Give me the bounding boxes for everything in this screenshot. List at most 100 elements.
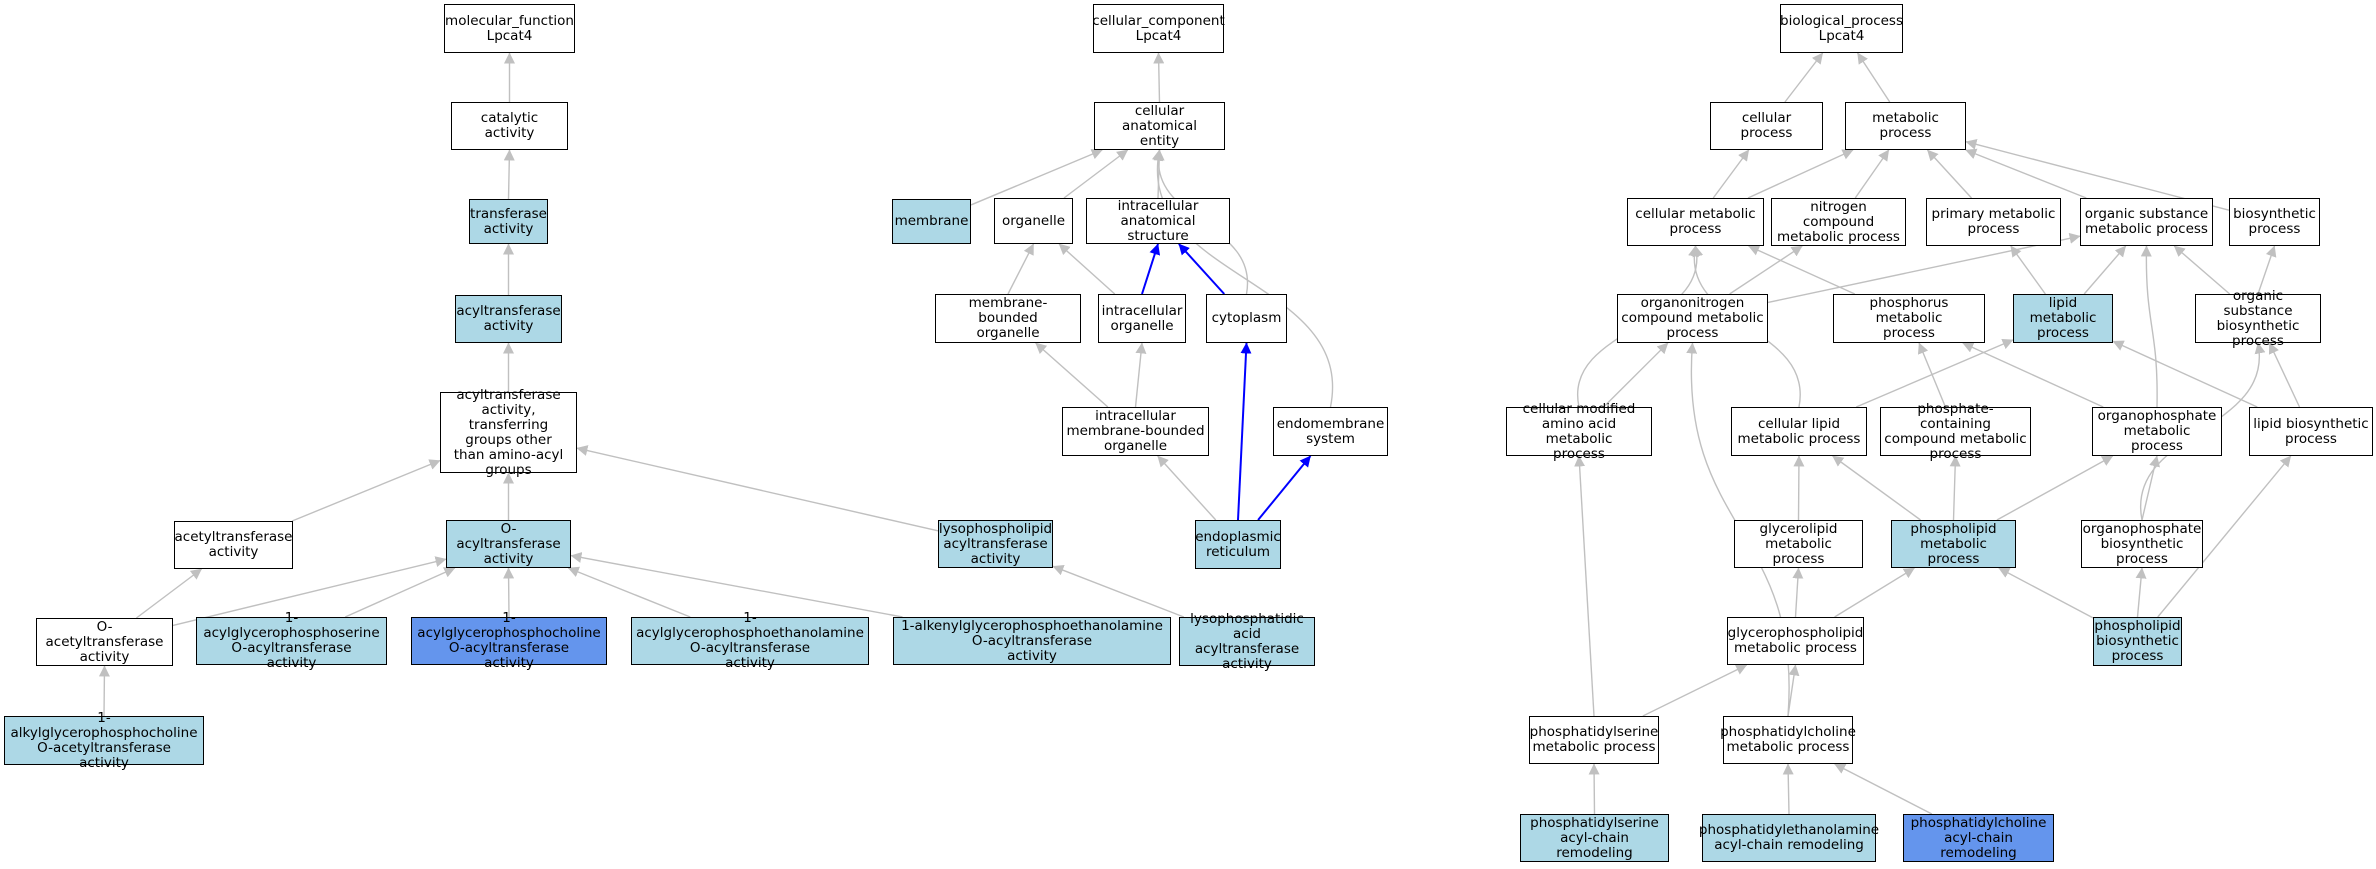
node-organic-substance-metabolic-process[interactable]: organic substance metabolic process xyxy=(2080,198,2213,246)
edge-gplmp-to-plmp xyxy=(1834,567,1915,618)
edge-acetyl-to-acylother xyxy=(291,459,441,522)
edge-gps-to-oacyl xyxy=(344,567,456,618)
node-cellular-lipid-metabolic-process[interactable]: cellular lipid metabolic process xyxy=(1731,407,1867,456)
node-phosphatidylserine-acyl-chain-remodeling[interactable]: phosphatidylserine acyl-chain remodeling xyxy=(1520,814,1669,862)
node-acylglycerophosphoethanolamine-acyltransferase[interactable]: 1-acylglycerophosphoethanolamine O-acylt… xyxy=(631,611,869,671)
node-o-acetyltransferase-activity[interactable]: O-acetyltransferase activity xyxy=(36,618,173,666)
node-acyltransferase-activity[interactable]: acyltransferase activity xyxy=(455,295,562,343)
edge-psmp-to-cmamp xyxy=(1574,455,1595,717)
edge-alkyl-to-oacetyl xyxy=(98,665,110,717)
edge-perem-to-pcmp xyxy=(1782,763,1794,815)
edge-gpe-to-oacyl xyxy=(567,566,691,618)
edge-lmp-to-pmp xyxy=(2010,245,2046,295)
edge-pcrem-to-pcmp xyxy=(1834,763,1933,815)
node-biosynthetic-process[interactable]: biosynthetic process xyxy=(2229,198,2320,246)
edge-er-to-cyto xyxy=(1237,342,1252,521)
node-membrane[interactable]: membrane xyxy=(892,199,971,244)
node-lipid-metabolic-process[interactable]: lipid metabolic process xyxy=(2013,294,2113,343)
node-nitrogen-compound-metabolic-process[interactable]: nitrogen compound metabolic process xyxy=(1771,198,1906,246)
node-phosphatidylserine-metabolic-process[interactable]: phosphatidylserine metabolic process xyxy=(1529,716,1659,764)
node-lipid-biosynthetic-process[interactable]: lipid biosynthetic process xyxy=(2249,407,2373,456)
node-endomembrane-system[interactable]: endomembrane system xyxy=(1273,407,1388,456)
edge-cmp-to-cp xyxy=(1712,149,1750,199)
edge-lmp-to-osmp xyxy=(2083,245,2127,295)
node-biological-process[interactable]: biological_process Lpcat4 xyxy=(1780,4,1903,53)
node-lysophosphatidic-acid-acyltransferase[interactable]: lysophosphatidic acid acyltransferase ac… xyxy=(1179,611,1315,671)
node-phosphatidylcholine-acyl-chain-remodeling[interactable]: phosphatidylcholine acyl-chain remodelin… xyxy=(1903,814,2054,862)
edge-mem-to-cae xyxy=(970,148,1103,206)
node-endoplasmic-reticulum[interactable]: endoplasmic reticulum xyxy=(1195,520,1281,569)
edge-osbp-to-osmp xyxy=(2173,245,2231,295)
edge-psmp-to-gplmp xyxy=(1642,664,1748,717)
edge-plbp-to-lbp xyxy=(2157,455,2292,618)
node-metabolic-process[interactable]: metabolic process xyxy=(1845,102,1966,150)
node-organic-substance-biosynthetic-process[interactable]: organic substance biosynthetic process xyxy=(2195,288,2321,348)
edge-er-to-endo xyxy=(1257,455,1312,521)
node-phospholipid-biosynthetic-process[interactable]: phospholipid biosynthetic process xyxy=(2093,617,2182,666)
edge-osmp-to-mp xyxy=(1965,148,2087,199)
node-phosphatidylcholine-metabolic-process[interactable]: phosphatidylcholine metabolic process xyxy=(1720,716,1856,764)
edge-onmp-to-osmp xyxy=(1767,232,2081,304)
node-alkylglycerophosphocholine-acetyltransferase[interactable]: 1-alkylglycerophosphocholine O-acetyltra… xyxy=(4,710,204,770)
edge-gplmp-to-glmp xyxy=(1792,567,1804,618)
node-glycerolipid-metabolic-process[interactable]: glycerolipid metabolic process xyxy=(1734,520,1863,568)
edge-oacetyl-to-acetyl xyxy=(135,568,203,619)
node-membrane-bounded-organelle[interactable]: membrane-bounded organelle xyxy=(935,294,1081,343)
edge-plmp-to-pccmp xyxy=(1949,455,1961,521)
node-intracellular-membrane-bounded-organelle[interactable]: intracellular membrane-bounded organelle xyxy=(1062,407,1209,456)
edge-er-to-imbo xyxy=(1157,455,1217,521)
edge-imbo-to-mbo xyxy=(1035,342,1109,408)
edge-opmp-to-phmp xyxy=(1962,342,2104,408)
edge-mbo-to-org xyxy=(1007,243,1035,295)
node-organonitrogen-compound-metabolic-process[interactable]: organonitrogen compound metabolic proces… xyxy=(1617,294,1768,343)
edge-imbo-to-io xyxy=(1134,342,1147,408)
edge-plmp-to-clmp xyxy=(1832,455,1921,521)
node-phosphorus-metabolic-process[interactable]: phosphorus metabolic process xyxy=(1833,294,1985,343)
edge-lysopl-to-acylother xyxy=(576,445,939,532)
node-organelle[interactable]: organelle xyxy=(994,198,1073,244)
node-acetyltransferase-activity[interactable]: acetyltransferase activity xyxy=(174,521,293,569)
edge-lpa-to-lysopl xyxy=(1052,564,1185,618)
node-cellular-component[interactable]: cellular_component Lpcat4 xyxy=(1092,4,1225,53)
node-cellular-metabolic-process[interactable]: cellular metabolic process xyxy=(1627,198,1764,246)
node-organophosphate-metabolic-process[interactable]: organophosphate metabolic process xyxy=(2092,407,2222,456)
node-cellular-anatomical-entity[interactable]: cellular anatomical entity xyxy=(1094,102,1225,150)
node-acyltransferase-non-aminoacyl[interactable]: acyltransferase activity, transferring g… xyxy=(440,387,577,477)
edge-cmp-to-mp xyxy=(1747,149,1854,199)
edge-io-to-org xyxy=(1058,243,1116,295)
edge-pmp-to-mp xyxy=(1926,149,1973,199)
edge-mp-to-bp xyxy=(1856,52,1891,103)
edge-plmp-to-opmp xyxy=(1996,455,2114,521)
node-acylglycerophosphocholine-acyltransferase[interactable]: 1-acylglycerophosphocholine O-acyltransf… xyxy=(411,611,607,671)
node-intracellular-anatomical-structure[interactable]: intracellular anatomical structure xyxy=(1086,198,1230,244)
node-phosphate-containing-compound-metabolic-process[interactable]: phosphate-containing compound metabolic … xyxy=(1880,401,2031,461)
edge-agpe-to-oacyl xyxy=(570,552,903,618)
node-lysophospholipid-acyltransferase[interactable]: lysophospholipid acyltransferase activit… xyxy=(938,520,1053,568)
edge-ncmp-to-mp xyxy=(1854,149,1890,199)
node-cellular-process[interactable]: cellular process xyxy=(1710,102,1823,150)
node-organophosphate-biosynthetic-process[interactable]: organophosphate biosynthetic process xyxy=(2081,520,2203,568)
node-o-acyltransferase-activity[interactable]: O-acyltransferase activity xyxy=(446,520,571,568)
node-molecular-function[interactable]: molecular_function Lpcat4 xyxy=(444,4,575,53)
node-transferase-activity[interactable]: transferase activity xyxy=(469,199,548,244)
node-catalytic-activity[interactable]: catalytic activity xyxy=(451,102,568,150)
edge-io-to-ias xyxy=(1141,243,1161,295)
node-intracellular-organelle[interactable]: intracellular organelle xyxy=(1098,294,1186,343)
node-cellular-modified-amino-acid-metabolic-process[interactable]: cellular modified amino acid metabolic p… xyxy=(1506,401,1652,461)
edge-plbp-to-opbp xyxy=(2135,567,2147,618)
edge-cp-to-bp xyxy=(1784,52,1824,103)
edge-cae-to-cc xyxy=(1153,52,1165,103)
node-cytoplasm[interactable]: cytoplasm xyxy=(1206,294,1287,343)
node-acylglycerophosphoserine-acyltransferase[interactable]: 1-acylglycerophosphoserine O-acyltransfe… xyxy=(196,611,387,671)
node-glycerophospholipid-metabolic-process[interactable]: glycerophospholipid metabolic process xyxy=(1727,617,1864,665)
node-phosphatidylethanolamine-acyl-chain-remodeling[interactable]: phosphatidylethanolamine acyl-chain remo… xyxy=(1699,814,1879,862)
node-primary-metabolic-process[interactable]: primary metabolic process xyxy=(1926,198,2061,246)
edge-endo-to-cae xyxy=(1152,149,1334,408)
edge-clmp-to-lmp xyxy=(1855,338,2014,408)
edge-phmp-to-cmp xyxy=(1748,245,1856,295)
node-alkenylglycerophosphoethanolamine-acyltransferase[interactable]: 1-alkenylglycerophosphoethanolamine O-ac… xyxy=(893,617,1171,665)
edge-cyto-to-ias xyxy=(1178,243,1226,295)
node-phospholipid-metabolic-process[interactable]: phospholipid metabolic process xyxy=(1891,520,2016,568)
edge-psrem-to-psmp xyxy=(1588,763,1600,815)
